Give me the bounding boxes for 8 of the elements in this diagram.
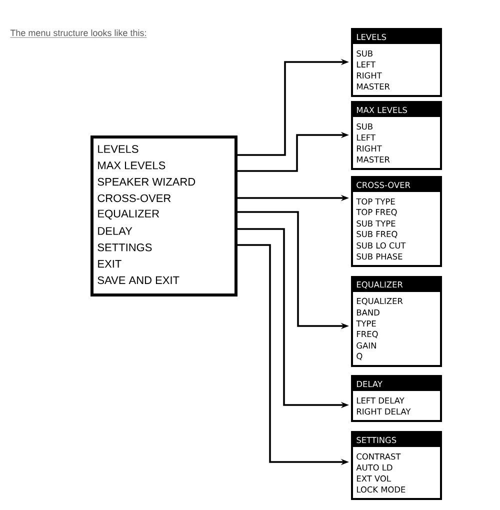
submenu-box: MAX LEVELS SUB LEFT RIGHT MASTER: [351, 101, 442, 170]
submenu-box: SETTINGS CONTRAST AUTO LD EXT VOL LOCK MODE: [351, 431, 442, 500]
heading: The menu structure looks like this:: [10, 29, 147, 38]
submenu-box: LEVELS SUB LEFT RIGHT MASTER: [351, 28, 442, 97]
submenu-box: DELAY LEFT DELAY RIGHT DELAY: [351, 375, 442, 422]
submenu-box: CROSS-OVER TOP TYPE TOP FREQ SUB TYPE SUB FREQ SUB LO CUT SUB PHASE: [351, 176, 442, 267]
menu-box: LEVELS MAX LEVELS SPEAKER WIZARD CROSS-OVER EQUALIZER DELAY SETTINGS EXIT SAVE AND EXIT: [90, 136, 238, 296]
submenu-box: EQUALIZER EQUALIZER BAND TYPE FREQ GAIN Q: [351, 276, 442, 367]
